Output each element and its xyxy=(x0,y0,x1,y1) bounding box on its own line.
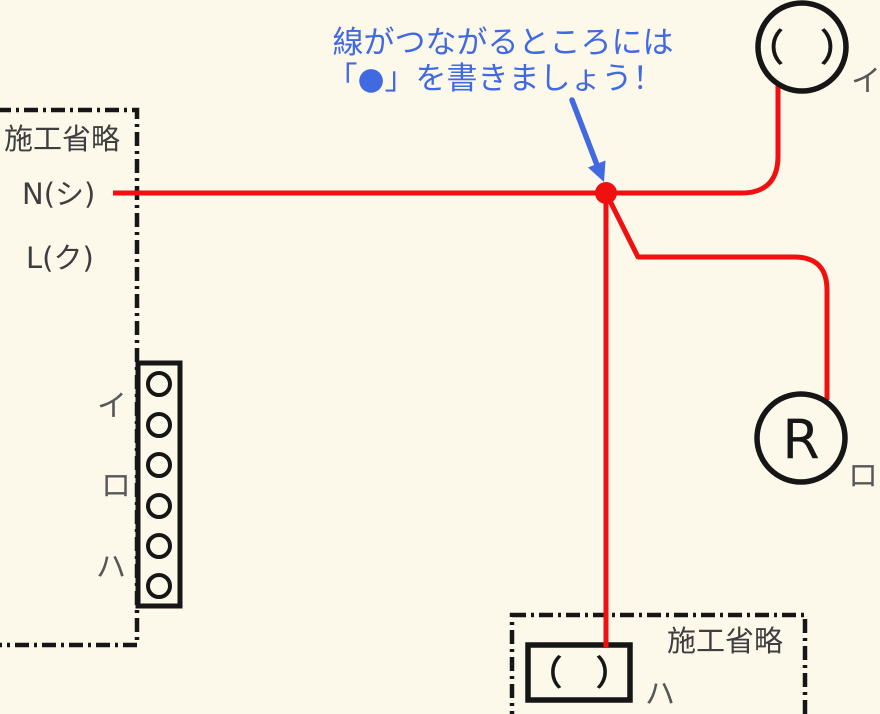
bottom-box: （ ） 施工省略 ハ xyxy=(509,612,808,714)
bottom-device-symbol: （ ） xyxy=(528,654,630,694)
lamp-device: （ ） イ xyxy=(747,0,880,99)
receptacle-device: R ロ xyxy=(754,391,878,494)
annotation-line1: 線がつながるところには xyxy=(333,25,674,61)
bottom-box-border xyxy=(509,612,808,714)
neutral-terminal-label: N(シ) xyxy=(22,177,95,211)
junction-dot xyxy=(595,182,617,204)
annotation-line2: 「●」を書きましょう！ xyxy=(326,61,663,97)
terminal-hole xyxy=(146,533,172,559)
lamp-circle xyxy=(755,0,849,94)
terminal-hole xyxy=(146,452,172,478)
source-box: 施工省略 N(シ) L(ク) xyxy=(0,107,140,648)
terminal-block-body xyxy=(135,360,183,609)
terminal-block: イ ロ ハ xyxy=(96,360,183,609)
wires xyxy=(113,84,830,648)
terminal-hole xyxy=(146,412,172,438)
annotation: 線がつながるところには 「●」を書きましょう！ xyxy=(326,25,674,182)
lamp-label: イ xyxy=(851,64,880,99)
annotation-arrow-head-icon xyxy=(588,160,606,182)
lamp-symbol: （ ） xyxy=(747,27,858,70)
terminal-block-label-i: イ xyxy=(97,389,127,424)
terminal-block-label-ro: ロ xyxy=(101,469,131,504)
terminal-hole xyxy=(146,493,172,519)
terminal-hole xyxy=(146,371,172,397)
live-terminal-label: L(ク) xyxy=(26,241,94,275)
receptacle-label: ロ xyxy=(848,459,878,494)
receptacle-circle xyxy=(754,391,848,485)
terminal-block-label-ha: ハ xyxy=(96,550,126,585)
wire-neutral-to-lamp xyxy=(113,84,781,196)
receptacle-symbol: R xyxy=(782,409,820,472)
wire-junction-to-receptacle xyxy=(603,191,830,400)
bottom-box-title: 施工省略 xyxy=(667,624,783,658)
annotation-arrow-shaft xyxy=(569,97,600,168)
terminal-hole xyxy=(146,573,172,599)
source-box-title: 施工省略 xyxy=(4,122,120,156)
bottom-device-label: ハ xyxy=(645,677,675,712)
bottom-device-body xyxy=(525,642,633,703)
